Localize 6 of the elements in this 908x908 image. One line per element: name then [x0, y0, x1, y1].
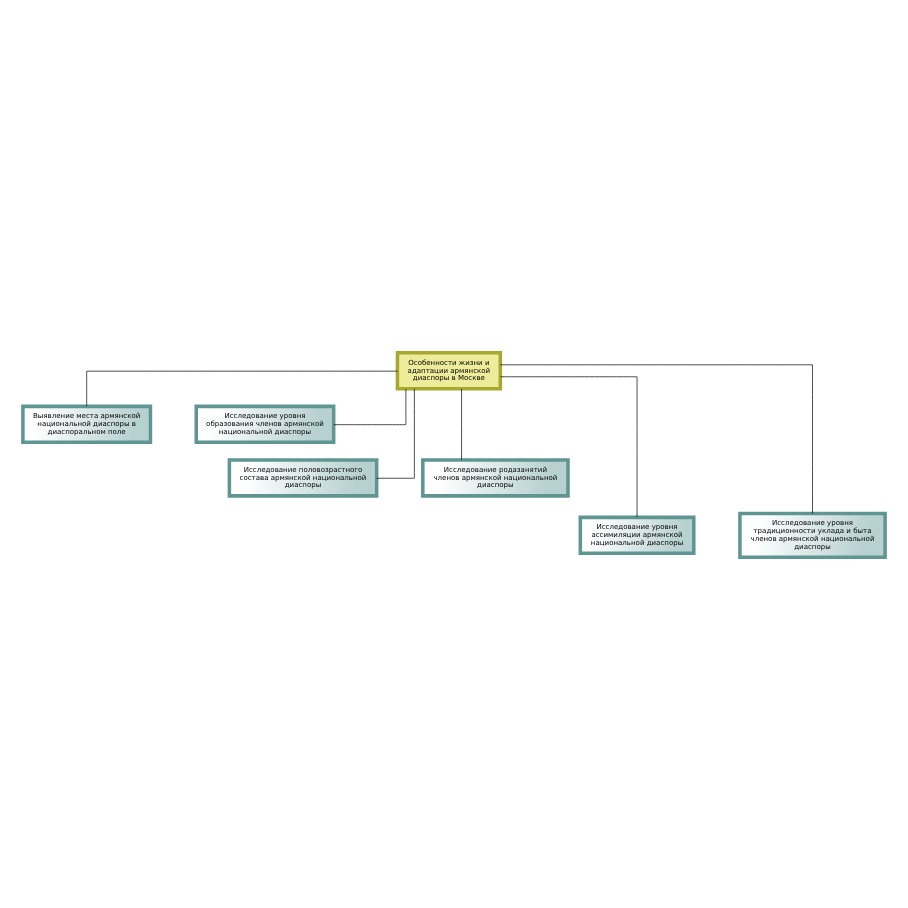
connector — [86, 369, 398, 406]
connector — [333, 387, 407, 425]
connector — [500, 363, 813, 513]
connector — [500, 375, 638, 517]
connector — [461, 387, 462, 460]
connector — [376, 387, 415, 478]
